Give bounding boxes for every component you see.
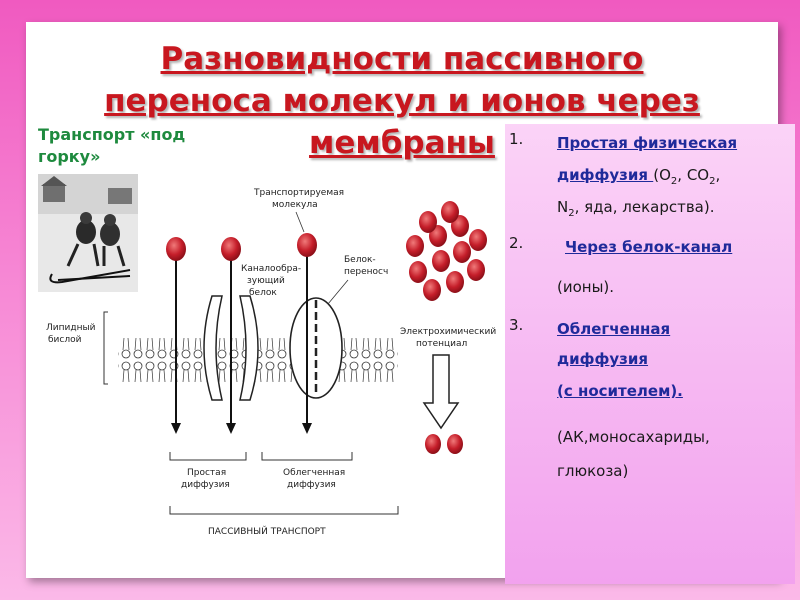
list-number: 3. <box>509 316 524 334</box>
sledding-photo-icon <box>38 174 138 292</box>
list-number: 1. <box>509 130 524 148</box>
simple-diffusion-label-2: диффузия <box>181 480 230 490</box>
passive-transport-label: ПАССИВНЫЙ ТРАНСПОРТ <box>208 525 326 537</box>
bilayer-bracket <box>103 311 108 385</box>
transported-molecule-label-2: молекула <box>272 200 318 210</box>
channel-protein-right <box>239 295 259 401</box>
info-panel: 1. Простая физическая диффузия (O2, CO2,… <box>505 124 795 584</box>
subtitle: Транспорт «под горку» <box>38 124 238 168</box>
list-item-title: Через белок-канал <box>565 238 733 256</box>
carrier-protein-label-2: переносч <box>344 267 388 277</box>
slide-title: Разновидности пассивного переноса молеку… <box>26 38 778 164</box>
title-line-2: переноса молекул и ионов через <box>104 83 700 119</box>
list-item-detail: глюкоза) <box>557 462 629 480</box>
molecule <box>166 237 186 261</box>
channel-protein-label-1: Каналообра- <box>241 264 301 274</box>
simple-diffusion-label-1: Простая <box>187 468 226 478</box>
list-item-title: (с носителем). <box>557 382 683 400</box>
channel-protein-label-3: белок <box>249 288 277 298</box>
sledding-photo <box>38 174 138 292</box>
gradient-arrow <box>422 354 460 430</box>
subtitle-line-2: горку» <box>38 147 101 166</box>
molecule <box>221 237 241 261</box>
lipid-bilayer-label-1: Липидный <box>46 323 96 333</box>
molecule <box>297 233 317 257</box>
list-item-title: диффузия <box>557 166 654 184</box>
list-item-title: Облегченная <box>557 320 671 338</box>
list-item-detail: (АК,моносахариды, <box>557 428 710 446</box>
title-line-1: Разновидности пассивного <box>160 41 644 77</box>
facilitated-diffusion-label-1: Облегченная <box>283 468 345 478</box>
transported-molecule-label-1: Транспортируемая <box>253 188 344 198</box>
molecule <box>447 434 463 454</box>
facilitated-diffusion-bracket <box>261 452 353 461</box>
molecule <box>425 434 441 454</box>
carrier-diffusion-arrowhead <box>302 423 312 434</box>
passive-transport-bracket <box>169 506 399 515</box>
electrochemical-potential-label-2: потенциал <box>416 339 467 349</box>
title-line-3: мембраны <box>309 125 495 161</box>
passive-transport-diagram: Липидный бислой Транспортируемая молекул… <box>46 188 496 537</box>
list-item-detail: (ионы). <box>557 278 615 296</box>
molecule-cluster <box>406 201 487 301</box>
list-number: 2. <box>509 234 524 252</box>
channel-diffusion-arrowhead <box>226 423 236 434</box>
list-item-title: диффузия <box>557 350 649 368</box>
electrochemical-potential-label-1: Электрохимический <box>400 327 496 337</box>
channel-protein-label-2: зующий <box>247 276 285 286</box>
leader-line <box>295 211 305 233</box>
leader-line <box>327 279 349 305</box>
subtitle-line-1: Транспорт «под <box>38 125 186 144</box>
simple-diffusion-bracket <box>169 452 247 461</box>
channel-protein-left <box>203 295 223 401</box>
simple-diffusion-arrowhead <box>171 423 181 434</box>
carrier-protein-label-1: Белок- <box>344 255 376 265</box>
lipid-bilayer-label-2: бислой <box>48 335 82 345</box>
facilitated-diffusion-label-2: диффузия <box>287 480 336 490</box>
list-item-title: Простая физическая <box>557 134 738 152</box>
